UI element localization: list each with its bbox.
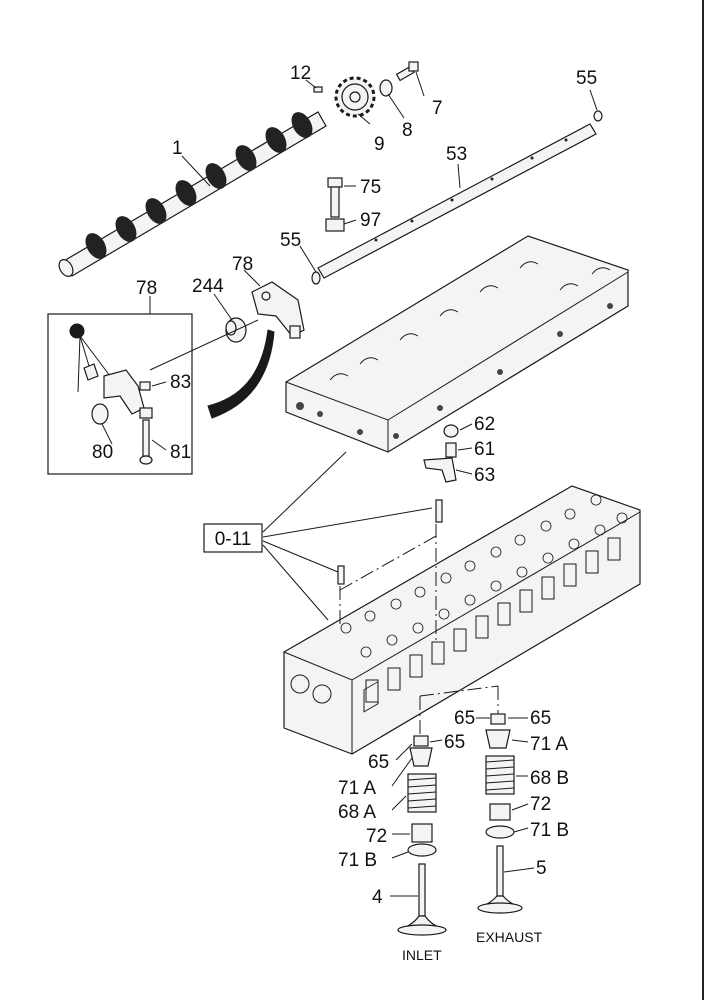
leader-lines: [101, 71, 598, 897]
exhaust-valve-spring[interactable]: [485, 755, 515, 795]
sensor-nut[interactable]: [443, 424, 459, 438]
inlet-upper-retainer[interactable]: [409, 747, 433, 767]
phantom-centerlines: [339, 524, 499, 736]
curved-arrow: [207, 329, 275, 419]
callout-61: 61: [474, 439, 495, 460]
callout-68b: 68 B: [530, 768, 569, 789]
callout-5: 5: [536, 858, 547, 879]
callout-55-left: 55: [280, 230, 301, 251]
washer[interactable]: [379, 79, 393, 97]
inlet-valve[interactable]: [397, 863, 447, 936]
rocker-arm-detail-box: [47, 313, 193, 475]
reference-box[interactable]: 0-11: [203, 523, 263, 553]
reference-box-label: 0-11: [215, 529, 252, 550]
cylinder-head[interactable]: [283, 485, 641, 755]
exhaust-upper-retainer[interactable]: [485, 729, 511, 749]
callout-62: 62: [474, 414, 495, 435]
leader-inset: [149, 319, 259, 371]
spacer-plate[interactable]: [325, 218, 345, 232]
callout-1: 1: [172, 138, 183, 159]
inlet-valve-cotter[interactable]: [413, 735, 429, 747]
callout-65-exh-left: 65: [454, 708, 475, 729]
callout-81: 81: [170, 442, 191, 463]
callout-8: 8: [402, 120, 413, 141]
dowel-left[interactable]: [337, 565, 345, 585]
callout-97: 97: [360, 210, 381, 231]
callout-72-inlet: 72: [366, 826, 387, 847]
callout-80: 80: [92, 442, 113, 463]
callout-71a-inlet: 71 A: [338, 778, 376, 799]
inlet-caption: INLET: [402, 947, 442, 963]
callout-83: 83: [170, 372, 191, 393]
callout-71b-inlet: 71 B: [338, 850, 377, 871]
exhaust-lower-seat[interactable]: [485, 825, 515, 839]
gear-bolt[interactable]: [395, 61, 419, 82]
callout-75: 75: [360, 177, 381, 198]
inlet-lower-seat[interactable]: [407, 843, 437, 857]
callout-244: 244: [192, 276, 224, 297]
reference-dot: [69, 323, 85, 339]
callout-12: 12: [290, 63, 311, 84]
inlet-valve-seal[interactable]: [411, 823, 433, 843]
camshaft-carrier[interactable]: [285, 235, 629, 453]
callout-65-exh-right: 65: [530, 708, 551, 729]
rocker-shaft-bolt[interactable]: [327, 177, 343, 218]
callout-4: 4: [372, 887, 383, 908]
reference-leaders: [262, 451, 433, 621]
callout-68a: 68 A: [338, 802, 376, 823]
callout-63: 63: [474, 465, 495, 486]
dowel-right[interactable]: [435, 499, 443, 523]
exhaust-valve-stack: [477, 713, 523, 914]
camshaft[interactable]: [56, 108, 327, 278]
plug-right[interactable]: [593, 110, 603, 122]
callout-55-top: 55: [576, 68, 597, 89]
callout-72-exhaust: 72: [530, 794, 551, 815]
callout-9: 9: [374, 134, 385, 155]
dowel-pin[interactable]: [313, 86, 323, 93]
exhaust-valve-seal[interactable]: [489, 803, 511, 821]
exhaust-valve[interactable]: [477, 845, 523, 914]
callout-53: 53: [446, 144, 467, 165]
callout-71a-exhaust: 71 A: [530, 734, 568, 755]
callout-65-inlet-left: 65: [368, 752, 389, 773]
callout-labels: 12 7 8 9 55 1 53 75 97 55 78 78 244 83 8…: [92, 63, 597, 908]
exhaust-valve-cotter[interactable]: [490, 713, 506, 725]
camshaft-gear[interactable]: [334, 76, 376, 118]
callout-7: 7: [432, 98, 443, 119]
inlet-valve-stack: [397, 735, 447, 936]
exhaust-caption: EXHAUST: [476, 929, 543, 945]
callout-71b-exhaust: 71 B: [530, 820, 569, 841]
sensor-stud[interactable]: [445, 442, 457, 458]
callout-65-inlet-right: 65: [444, 732, 465, 753]
rocker-shaft[interactable]: [317, 123, 597, 279]
rocker-arm-assembly[interactable]: [251, 281, 305, 339]
sensor-bracket[interactable]: [423, 457, 457, 483]
callout-78-rocker: 78: [232, 254, 253, 275]
callout-78-box: 78: [136, 278, 157, 299]
plug-left[interactable]: [311, 271, 321, 285]
inlet-valve-spring[interactable]: [407, 773, 437, 813]
